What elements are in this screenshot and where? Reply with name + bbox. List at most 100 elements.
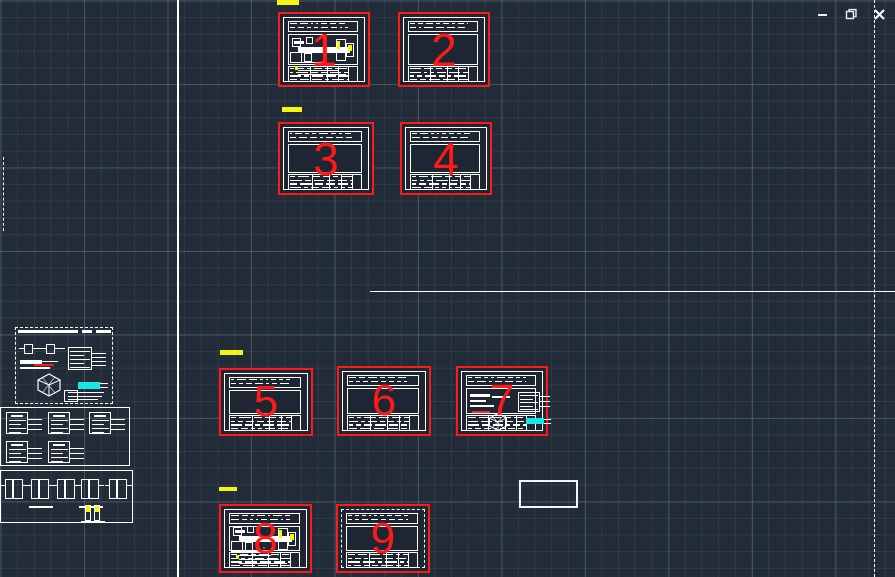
titleblock-text <box>380 421 385 422</box>
dim-line <box>239 563 287 564</box>
drawing-sheet-6[interactable]: 6 <box>337 366 431 436</box>
header-text <box>380 377 385 378</box>
header-text <box>356 381 360 382</box>
titleblock-text <box>245 424 252 425</box>
header-text <box>339 23 345 24</box>
header-text <box>285 515 290 516</box>
drawing-sheet-1[interactable]: 1 <box>278 12 370 87</box>
selection-tick-row3[interactable] <box>220 350 243 355</box>
titleblock-text <box>265 417 276 418</box>
header-text <box>489 381 492 382</box>
table-line <box>520 409 538 410</box>
titleblock-text <box>370 554 380 555</box>
cyan-highlight <box>78 382 100 389</box>
table-lead <box>540 396 550 397</box>
banner-stroke <box>82 330 92 333</box>
titleblock-sep <box>348 66 349 82</box>
header-text <box>404 515 408 516</box>
component-stem <box>12 479 14 499</box>
titleblock-sep <box>291 415 292 431</box>
header-text <box>432 137 438 138</box>
titleblock-text <box>243 565 255 566</box>
drawing-sheet-5[interactable]: 5 <box>219 368 313 436</box>
symbol-box <box>46 344 55 354</box>
card-title <box>11 444 23 446</box>
close-button[interactable] <box>871 6 887 22</box>
titleblock-sep <box>458 66 459 82</box>
header-text <box>420 133 428 134</box>
drawing-sheet-2[interactable]: 2 <box>398 12 490 87</box>
card-line <box>92 428 109 429</box>
card-lead <box>111 429 125 430</box>
titleblock-sep <box>370 415 371 431</box>
post-highlight <box>86 506 90 512</box>
titleblock-sep <box>352 174 353 190</box>
titleblock-text <box>231 565 240 566</box>
drawing-sheet-3[interactable]: 3 <box>278 122 374 195</box>
header-text <box>355 515 359 516</box>
vertical-axis-line <box>177 0 179 577</box>
lead <box>544 423 551 424</box>
card-lead <box>28 419 42 420</box>
titleblock-text <box>514 417 523 418</box>
titleblock-text <box>278 428 288 429</box>
titleblock-text <box>372 565 378 566</box>
drawing-sheet-9[interactable]: 9 <box>336 504 430 573</box>
component-lead <box>77 485 82 486</box>
component-stem <box>88 479 90 499</box>
header-text <box>387 515 392 516</box>
titleblock-text <box>451 180 458 181</box>
header-text <box>346 137 352 138</box>
header-text <box>339 133 342 134</box>
header-text <box>257 515 265 516</box>
minimize-button[interactable] <box>815 6 831 22</box>
header-text <box>340 27 342 28</box>
titleblock-text <box>461 180 470 181</box>
header-text <box>299 137 307 138</box>
titleblock-text <box>231 421 235 422</box>
header-text <box>467 23 468 24</box>
header-text <box>371 519 378 520</box>
titleblock-text <box>458 79 468 80</box>
drawing-sheet-4[interactable]: 4 <box>400 122 492 195</box>
component-stem <box>64 479 66 499</box>
titleblock-text <box>290 176 295 177</box>
symbol-grid-panel[interactable] <box>0 407 130 466</box>
titleblock-text <box>341 176 352 177</box>
card-lead <box>111 419 125 420</box>
header-text <box>419 27 421 28</box>
drawing-sheet-8[interactable]: 8 <box>219 504 312 573</box>
sheet-body <box>408 34 478 65</box>
card-line <box>51 432 63 433</box>
card-line <box>9 453 21 454</box>
header-text <box>316 23 318 24</box>
drawing-sheet-7[interactable]: 7 <box>456 366 548 436</box>
selection-tick-row1[interactable] <box>277 0 299 5</box>
header-text <box>371 381 378 382</box>
header-text <box>326 137 333 138</box>
table-line <box>68 392 104 393</box>
header-text <box>468 381 474 382</box>
titleblock-text <box>412 180 417 181</box>
header-text <box>443 23 449 24</box>
component-box <box>31 479 49 499</box>
titleblock-text <box>300 79 309 80</box>
titleblock-text <box>281 565 290 566</box>
schematic-detail-panel[interactable] <box>15 327 113 404</box>
header-text <box>460 137 468 138</box>
selection-tick-row4[interactable] <box>219 487 237 491</box>
table-line <box>520 399 533 400</box>
selection-tick-row2[interactable] <box>282 107 302 112</box>
titleblock-text <box>312 176 320 177</box>
header-text <box>477 381 486 382</box>
header-text <box>525 381 526 382</box>
titleblock-text <box>381 565 393 566</box>
header-text <box>270 519 278 520</box>
header-text <box>268 515 270 516</box>
card-line <box>9 461 21 462</box>
empty-rectangle[interactable] <box>519 480 578 508</box>
component-row-panel[interactable] <box>0 470 133 523</box>
titleblock-text <box>290 72 293 73</box>
titleblock-text <box>412 176 416 177</box>
restore-button[interactable] <box>843 6 859 22</box>
